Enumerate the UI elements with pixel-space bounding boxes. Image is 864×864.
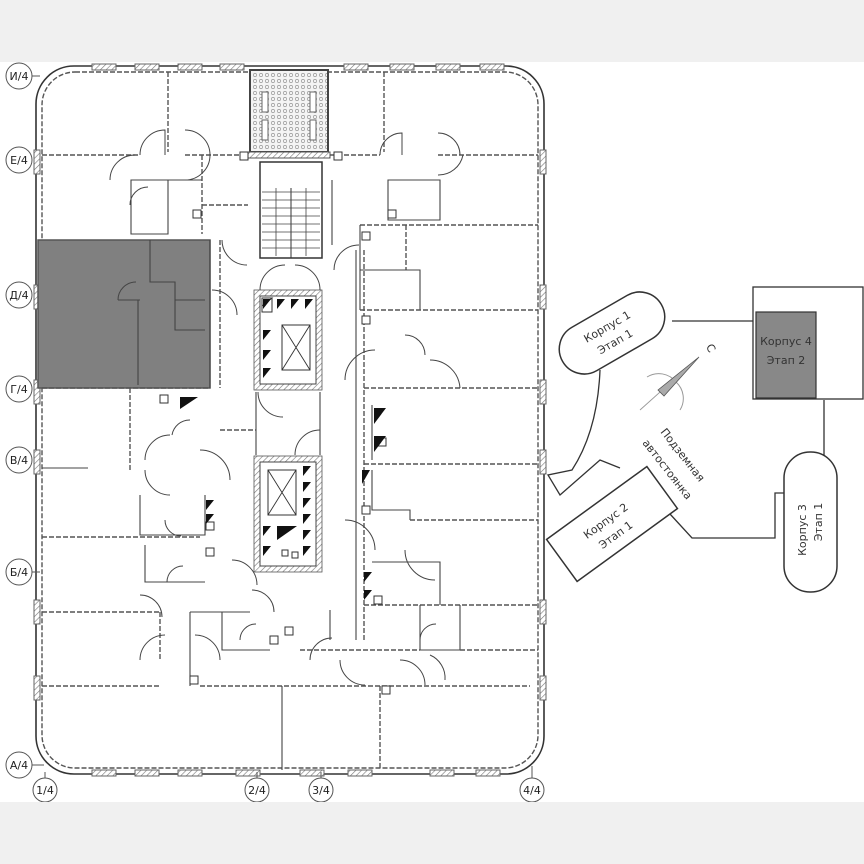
svg-text:А/4: А/4 xyxy=(10,759,28,772)
svg-text:Этап 1: Этап 1 xyxy=(812,503,825,542)
axis-row-d4: Д/4 xyxy=(5,281,33,309)
doors xyxy=(109,129,464,686)
north-arrow-icon: С xyxy=(639,342,718,411)
axis-col-4: 4/4 xyxy=(519,766,545,802)
axis-row-b4: Б/4 xyxy=(5,558,40,586)
svg-text:Корпус 3: Корпус 3 xyxy=(796,504,809,556)
svg-text:4/4: 4/4 xyxy=(523,784,541,797)
svg-text:Е/4: Е/4 xyxy=(10,154,28,167)
axis-col-1: 1/4 xyxy=(32,772,58,802)
svg-text:Г/4: Г/4 xyxy=(10,383,27,396)
grid-axis-rows: И/4 Е/4 Д/4 Г/4 В/4 Б/4 А/4 xyxy=(5,62,44,779)
svg-text:Б/4: Б/4 xyxy=(10,566,28,579)
building-korpus-4[interactable]: Корпус 4 Этап 2 xyxy=(752,286,864,400)
building-korpus-1[interactable]: Корпус 1 Этап 1 xyxy=(550,283,674,383)
svg-text:2/4: 2/4 xyxy=(248,784,266,797)
axis-row-i4: И/4 xyxy=(5,62,40,90)
svg-text:1/4: 1/4 xyxy=(36,784,54,797)
building-korpus-3[interactable]: Корпус 3 Этап 1 xyxy=(783,451,838,593)
interior-walls xyxy=(42,69,538,640)
svg-text:И/4: И/4 xyxy=(10,70,29,83)
building-korpus-2[interactable]: Корпус 2 Этап 1 xyxy=(545,465,679,583)
svg-text:Д/4: Д/4 xyxy=(9,289,28,302)
staircase xyxy=(259,161,323,259)
floor-plan-sheet: И/4 Е/4 Д/4 Г/4 В/4 Б/4 А/4 1/4 2/4 3/4 … xyxy=(0,62,864,802)
axis-row-v4: В/4 xyxy=(5,446,33,474)
interior-walls-lower xyxy=(42,387,538,770)
black-shaft-marks xyxy=(180,397,386,600)
svg-text:Этап 2: Этап 2 xyxy=(767,354,806,367)
highlighted-apartment[interactable] xyxy=(37,239,211,389)
svg-text:Корпус 4: Корпус 4 xyxy=(760,335,812,348)
axis-col-2: 2/4 xyxy=(244,772,270,802)
site-plan: Корпус 1 Этап 1 Корпус 4 Этап 2 С Подзем… xyxy=(545,283,864,593)
axis-row-e4: Е/4 xyxy=(5,146,33,174)
axis-row-a4: А/4 xyxy=(5,751,44,779)
floor-plan-drawing: И/4 Е/4 Д/4 Г/4 В/4 Б/4 А/4 1/4 2/4 3/4 … xyxy=(5,62,864,802)
axis-row-g4: Г/4 xyxy=(5,375,33,403)
svg-text:С: С xyxy=(703,342,718,355)
elevator-core-lower xyxy=(253,455,323,573)
svg-text:В/4: В/4 xyxy=(10,454,28,467)
grid-axis-columns: 1/4 2/4 3/4 4/4 xyxy=(32,766,545,802)
ventilation-shafts xyxy=(159,151,397,695)
svg-text:3/4: 3/4 xyxy=(312,784,330,797)
axis-col-3: 3/4 xyxy=(308,772,334,802)
elevator-core-upper xyxy=(253,289,323,391)
